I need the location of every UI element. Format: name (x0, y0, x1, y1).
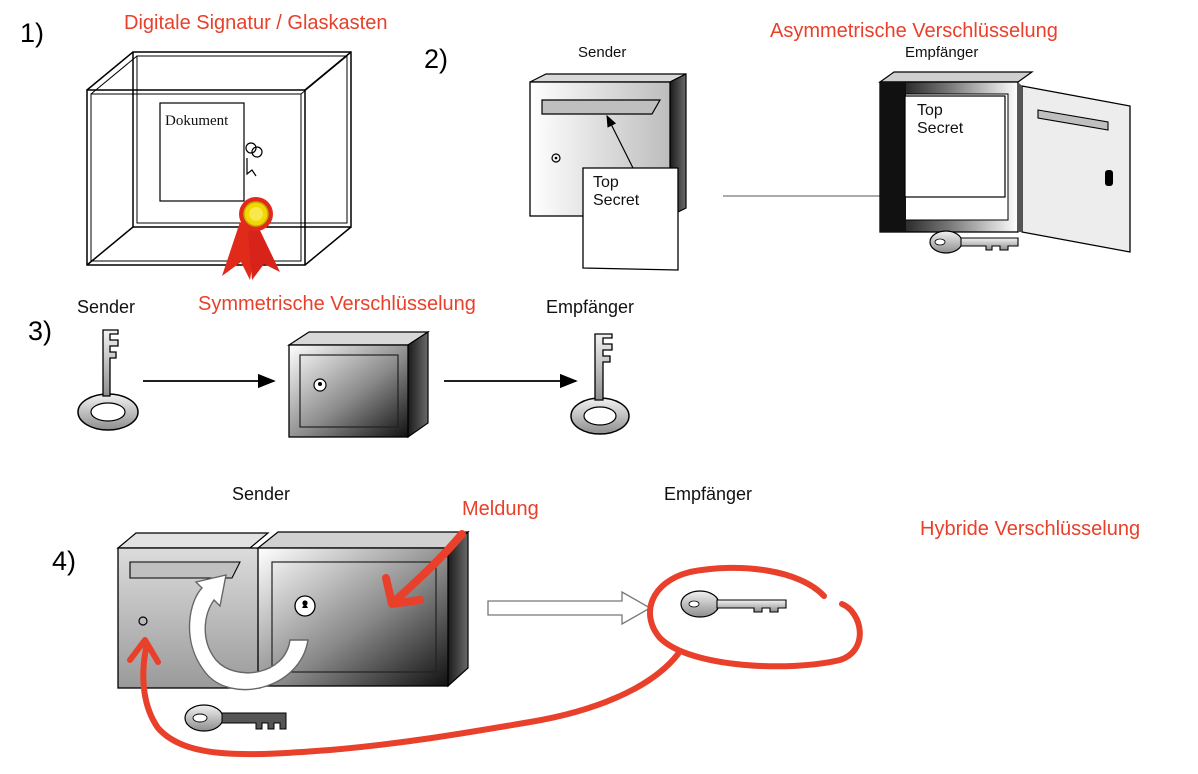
wax-seal-icon (222, 197, 280, 280)
top-secret-letter (582, 114, 679, 271)
receiver-open-safe (878, 71, 1131, 253)
panel-number-1: 1) (20, 18, 45, 48)
panel-number-3: 3) (28, 316, 53, 346)
door-handle (1105, 170, 1113, 186)
small-keys-icon (245, 142, 263, 177)
panel3-sender-label: Sender (77, 297, 136, 317)
hybrid-receiver-key-icon (680, 590, 787, 618)
receiver-key-icon (570, 333, 630, 435)
keyhole-icon (551, 153, 561, 163)
hybrid-sender-key-icon (184, 704, 287, 732)
safe-doc-line2: Secret (917, 120, 964, 137)
sender-key-icon (77, 329, 139, 431)
panel4-receiver-label: Empfänger (664, 484, 753, 504)
panel2-receiver-label: Empfänger (905, 44, 979, 61)
panel3-title: Symmetrische Verschlüsselung (198, 293, 476, 315)
panel4-sender-label: Sender (232, 484, 291, 504)
key-icon (929, 230, 1019, 254)
white-block-arrow (487, 590, 652, 626)
hybrid-safe (256, 530, 470, 688)
letter-text-line2: Secret (593, 192, 640, 209)
red-annotations (127, 530, 863, 758)
keyhole-icon (138, 616, 148, 626)
panel2-sender-label: Sender (578, 44, 627, 61)
panel1-title: Digitale Signatur / Glaskasten (124, 12, 388, 34)
closed-safe (286, 330, 431, 439)
panel4-title: Hybride Verschlüsselung (920, 518, 1141, 540)
meldung-annotation: Meldung (462, 498, 539, 520)
letter-text-line1: Top (593, 174, 619, 191)
safe-doc-line1: Top (917, 102, 943, 119)
document-sheet (159, 102, 245, 202)
panel-number-4: 4) (52, 546, 77, 576)
document-label: Dokument (165, 113, 229, 129)
panel2-title: Asymmetrische Verschlüsselung (770, 20, 1058, 42)
panel-number-2: 2) (424, 44, 449, 74)
panel3-receiver-label: Empfänger (546, 297, 635, 317)
white-curved-arrow (188, 574, 309, 691)
glass-case-illustration (86, 51, 352, 266)
